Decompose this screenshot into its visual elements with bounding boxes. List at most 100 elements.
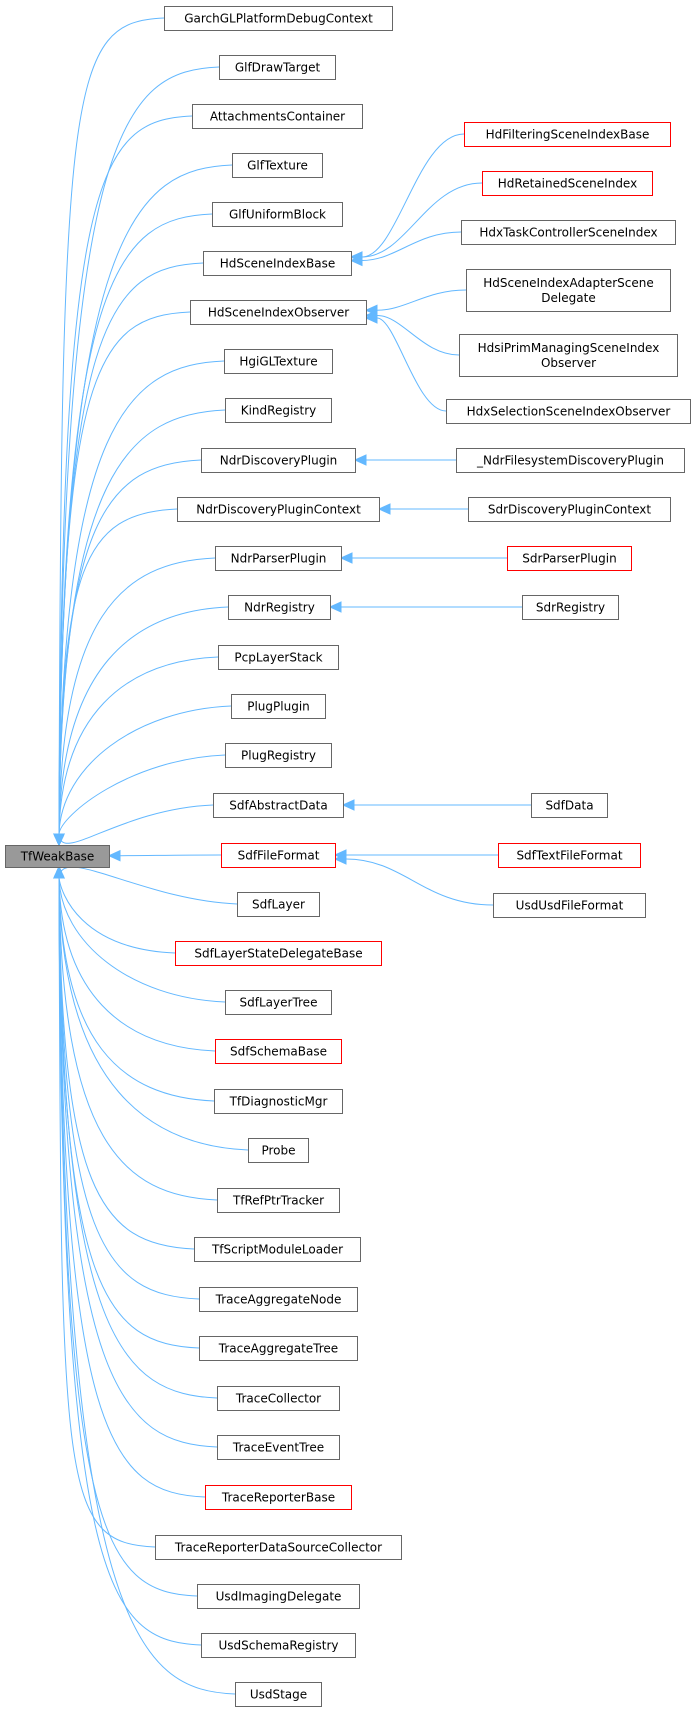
class-node-sdf-text-file-format[interactable]: SdfTextFileFormat <box>498 843 641 868</box>
class-box <box>155 1535 402 1560</box>
inheritance-edge <box>58 877 202 1646</box>
class-node-hdx-task-controller-scene-index[interactable]: HdxTaskControllerSceneIndex <box>461 220 676 245</box>
class-label: SdrParserPlugin <box>522 552 616 566</box>
class-node-trace-event-tree[interactable]: TraceEventTree <box>217 1435 340 1460</box>
class-label: TraceReporterDataSourceCollector <box>174 1541 382 1555</box>
inheritance-edge <box>58 877 216 1052</box>
class-box <box>215 546 342 571</box>
inheritance-edge <box>58 754 226 835</box>
class-label: TfScriptModuleLoader <box>211 1243 343 1257</box>
class-box <box>235 1682 322 1707</box>
class-node-usd-imaging-delegate[interactable]: UsdImagingDelegate <box>197 1584 360 1609</box>
class-label: SdfData <box>545 799 593 813</box>
class-label: TfRefPtrTracker <box>232 1194 324 1208</box>
class-node-probe[interactable]: Probe <box>248 1138 309 1163</box>
class-node-ndr-parser-plugin[interactable]: NdrParserPlugin <box>215 546 342 571</box>
class-label: HdsiPrimManagingSceneIndex <box>478 341 660 355</box>
inheritance-edge <box>58 877 236 1695</box>
inheritance-edge <box>58 311 191 835</box>
class-label: Observer <box>541 356 596 370</box>
class-node-ndr-discovery-plugin[interactable]: NdrDiscoveryPlugin <box>201 448 356 473</box>
class-node-pcp-layer-stack[interactable]: PcpLayerStack <box>218 645 339 670</box>
class-node-hd-scene-index-observer[interactable]: HdSceneIndexObserver <box>190 300 367 325</box>
inheritance-edge <box>58 877 218 1201</box>
class-label: Probe <box>261 1144 295 1158</box>
class-label: AttachmentsContainer <box>210 110 345 124</box>
class-node-hd-retained-scene-index[interactable]: HdRetainedSceneIndex <box>482 171 653 196</box>
class-node-trace-collector[interactable]: TraceCollector <box>217 1386 340 1411</box>
class-box <box>205 1485 352 1510</box>
class-node-ndr-discovery-plugin-context[interactable]: NdrDiscoveryPluginContext <box>177 497 380 522</box>
class-box <box>498 843 641 868</box>
class-node-sdf-layer[interactable]: SdfLayer <box>237 892 320 917</box>
class-box <box>225 743 332 768</box>
class-node-sdr-discovery-plugin-context[interactable]: SdrDiscoveryPluginContext <box>468 497 671 522</box>
inheritance-edge <box>58 877 218 1399</box>
class-node-glf-uniform-block[interactable]: GlfUniformBlock <box>212 202 343 227</box>
class-node-sdf-data[interactable]: SdfData <box>531 793 608 818</box>
class-node-trace-aggregate-tree[interactable]: TraceAggregateTree <box>199 1336 358 1361</box>
class-node-usd-usd-file-format[interactable]: UsdUsdFileFormat <box>493 893 646 918</box>
class-node-kind-registry[interactable]: KindRegistry <box>225 398 332 423</box>
class-node-tf-script-module-loader[interactable]: TfScriptModuleLoader <box>194 1237 361 1262</box>
class-box <box>175 941 382 966</box>
class-node-garch-glplatform-debug-context[interactable]: GarchGLPlatformDebugContext <box>164 6 393 31</box>
class-box <box>199 1336 358 1361</box>
class-node-tf-ref-ptr-tracker[interactable]: TfRefPtrTracker <box>217 1188 340 1213</box>
class-node-ndr-filesystem-discovery-plugin[interactable]: _NdrFilesystemDiscoveryPlugin <box>456 448 685 473</box>
class-node-sdr-registry[interactable]: SdrRegistry <box>522 595 619 620</box>
class-label: TraceReporterBase <box>221 1491 335 1505</box>
class-box <box>493 893 646 918</box>
arrowhead <box>377 503 391 515</box>
class-node-glf-texture[interactable]: GlfTexture <box>232 153 323 178</box>
class-box <box>232 153 323 178</box>
arrowhead <box>353 454 367 466</box>
class-node-usd-schema-registry[interactable]: UsdSchemaRegistry <box>201 1633 356 1658</box>
class-label: HdFilteringSceneIndexBase <box>486 128 650 142</box>
class-box <box>5 845 110 868</box>
inheritance-edge <box>361 231 462 262</box>
class-node-sdf-schema-base[interactable]: SdfSchemaBase <box>215 1039 342 1064</box>
class-node-ndr-registry[interactable]: NdrRegistry <box>228 595 331 620</box>
class-label: SdfLayerTree <box>240 996 318 1010</box>
nodes-layer: TfWeakBase GarchGLPlatformDebugContextGlf… <box>5 6 691 1707</box>
inheritance-edge <box>58 115 193 835</box>
class-label: SdfSchemaBase <box>230 1045 327 1059</box>
class-node-tf-weak-base: TfWeakBase <box>5 845 110 868</box>
class-box <box>248 1138 309 1163</box>
arrowhead <box>53 865 65 879</box>
class-node-hdx-selection-scene-index-observer[interactable]: HdxSelectionSceneIndexObserver <box>446 399 691 424</box>
class-node-trace-reporter-base[interactable]: TraceReporterBase <box>205 1485 352 1510</box>
class-node-sdf-file-format[interactable]: SdfFileFormat <box>221 843 336 868</box>
class-box <box>522 595 619 620</box>
class-node-sdf-layer-state-delegate-base[interactable]: SdfLayerStateDelegateBase <box>175 941 382 966</box>
class-label: SdfLayerStateDelegateBase <box>194 947 362 961</box>
class-box <box>446 399 691 424</box>
class-node-trace-reporter-data-source-collector[interactable]: TraceReporterDataSourceCollector <box>155 1535 402 1560</box>
inheritance-edge <box>345 858 494 906</box>
inheritance-edge <box>376 314 460 356</box>
class-label: PlugRegistry <box>241 749 316 763</box>
class-box <box>466 269 671 312</box>
class-node-hd-filtering-scene-index-base[interactable]: HdFilteringSceneIndexBase <box>464 122 671 147</box>
class-node-plug-plugin[interactable]: PlugPlugin <box>231 694 326 719</box>
arrowhead <box>349 254 363 267</box>
class-node-sdr-parser-plugin[interactable]: SdrParserPlugin <box>507 546 632 571</box>
class-node-hd-scene-index-base[interactable]: HdSceneIndexBase <box>203 251 352 276</box>
class-node-glf-draw-target[interactable]: GlfDrawTarget <box>219 55 336 80</box>
class-node-tf-diagnostic-mgr[interactable]: TfDiagnosticMgr <box>214 1089 343 1114</box>
class-label: SdfTextFileFormat <box>516 849 622 863</box>
class-node-attachments-container[interactable]: AttachmentsContainer <box>192 104 363 129</box>
class-node-trace-aggregate-node[interactable]: TraceAggregateNode <box>199 1287 358 1312</box>
class-box <box>224 349 333 374</box>
class-box <box>218 645 339 670</box>
inheritance-edge <box>58 656 219 835</box>
class-node-sdf-abstract-data[interactable]: SdfAbstractData <box>213 793 344 818</box>
class-node-hgi-gltexture[interactable]: HgiGLTexture <box>224 349 333 374</box>
class-node-usd-stage[interactable]: UsdStage <box>235 1682 322 1707</box>
class-node-sdf-layer-tree[interactable]: SdfLayerTree <box>225 990 332 1015</box>
class-node-plug-registry[interactable]: PlugRegistry <box>225 743 332 768</box>
